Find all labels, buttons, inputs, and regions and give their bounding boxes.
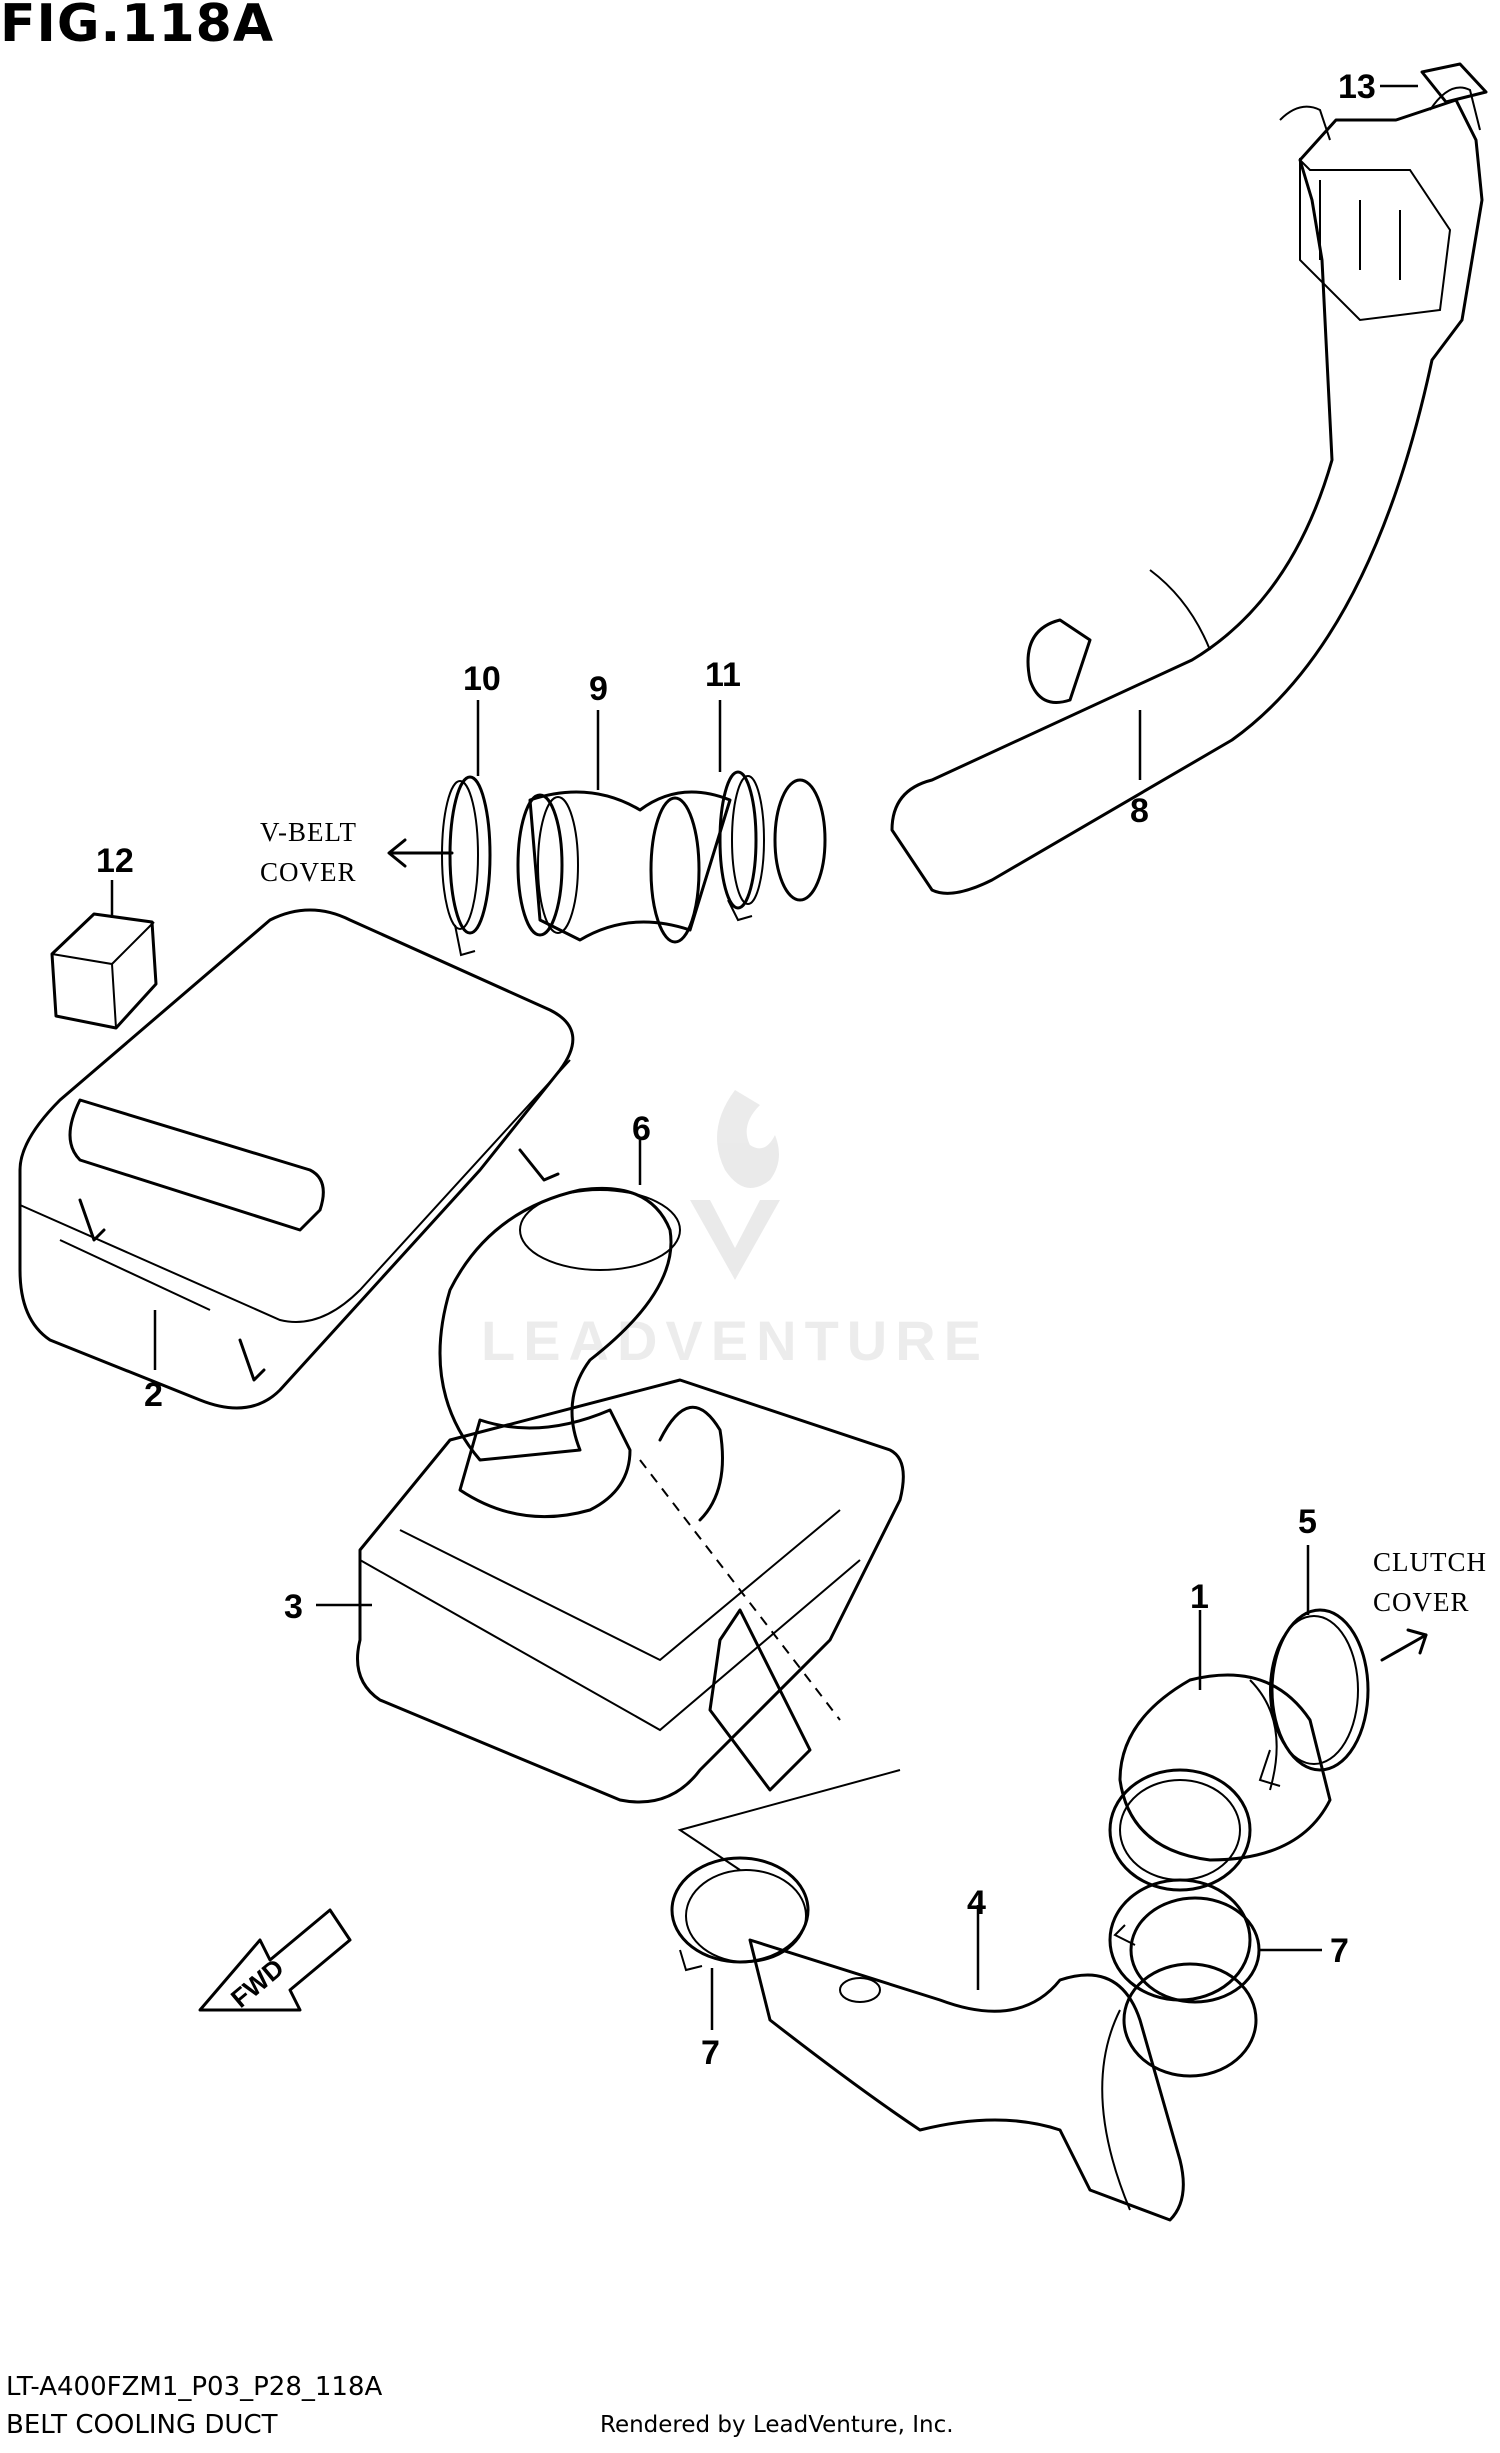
callout-12: 12 xyxy=(96,842,134,880)
part-6-elbow xyxy=(438,1186,681,1519)
model-code: LT-A400FZM1_P03_P28_118A xyxy=(6,2372,383,2402)
part-5-clamp xyxy=(1258,1608,1370,1787)
clutch-cover-note: CLUTCH COVER xyxy=(1373,1542,1487,1622)
callout-6: 6 xyxy=(632,1110,651,1148)
callout-5: 5 xyxy=(1298,1503,1317,1541)
arrow-left-icon xyxy=(387,838,454,868)
part-11-clamp xyxy=(718,770,765,922)
part-4-lower-duct xyxy=(748,1878,1258,2222)
part-1-boot xyxy=(1108,1673,1332,1892)
section-title: BELT COOLING DUCT xyxy=(6,2410,278,2440)
part-9-hose xyxy=(516,790,732,944)
callout-2: 2 xyxy=(144,1376,163,1414)
callout-3: 3 xyxy=(284,1588,303,1626)
part-7-clamp-left xyxy=(670,1856,810,1972)
rendered-credit: Rendered by LeadVenture, Inc. xyxy=(600,2412,954,2438)
callout-11: 11 xyxy=(705,656,741,694)
callout-4: 4 xyxy=(967,1884,986,1922)
callout-1: 1 xyxy=(1190,1578,1209,1616)
figure-title: FIG.118A xyxy=(0,0,275,54)
part-2-cover xyxy=(18,908,575,1410)
clutch-cover-line1: CLUTCH xyxy=(1373,1547,1487,1577)
callout-8: 8 xyxy=(1130,792,1149,830)
callout-10: 10 xyxy=(463,660,501,698)
callout-13: 13 xyxy=(1338,68,1376,106)
part-12-cube xyxy=(50,912,158,1030)
callout-9: 9 xyxy=(589,670,608,708)
callout-7-left: 7 xyxy=(701,2034,720,2072)
vbelt-cover-note: V-BELT COVER xyxy=(260,812,357,892)
vbelt-cover-line2: COVER xyxy=(260,857,357,887)
arrow-up-right-icon xyxy=(1380,1628,1428,1662)
part-10-clamp xyxy=(441,775,492,957)
clutch-cover-line2: COVER xyxy=(1373,1587,1470,1617)
vbelt-cover-line1: V-BELT xyxy=(260,817,358,847)
watermark-logo-icon xyxy=(690,1090,780,1280)
watermark-text: LEADVENTURE xyxy=(481,1309,989,1372)
part-13-cap xyxy=(1420,62,1488,104)
part-8-upper-duct xyxy=(773,86,1484,902)
fwd-arrow-icon xyxy=(198,1908,352,2012)
callout-7-right: 7 xyxy=(1330,1932,1349,1970)
part-3-lower-case xyxy=(356,1378,905,1804)
